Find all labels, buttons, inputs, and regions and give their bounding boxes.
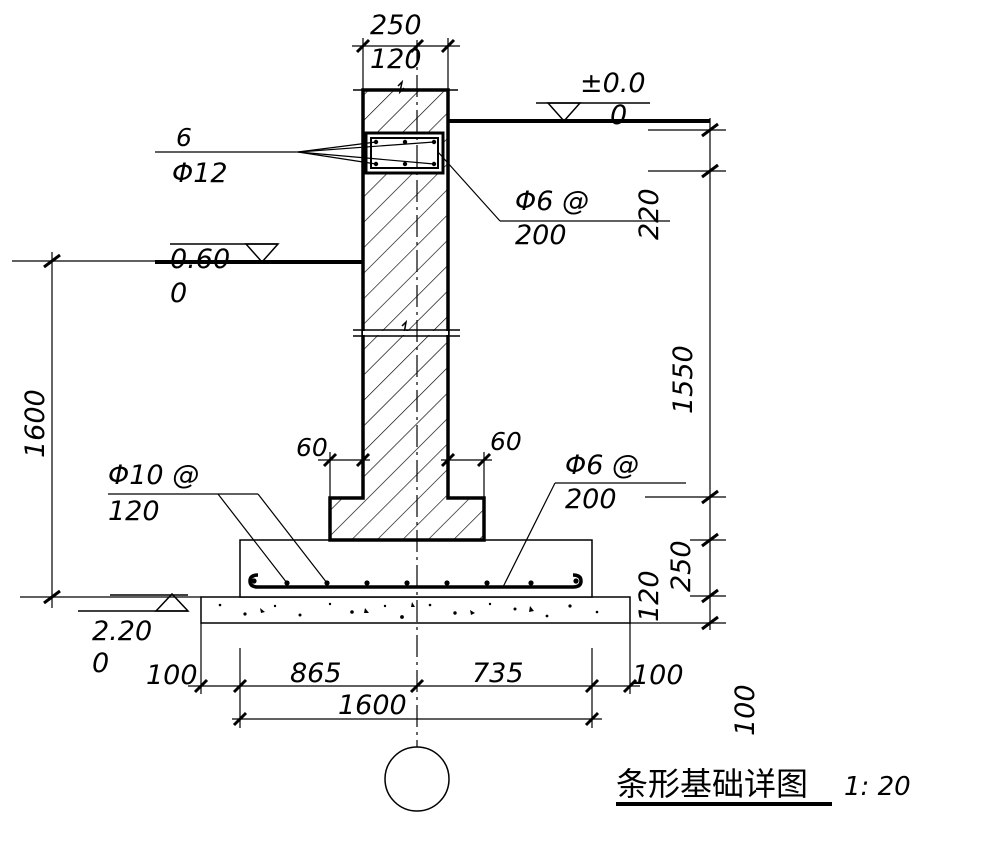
concrete-cushion [200, 596, 631, 624]
wall-section [328, 88, 486, 542]
step-left-label: 60 [296, 433, 328, 462]
footing-height-label: 250 [666, 540, 697, 592]
main-rebar-label: Φ10 @ [108, 460, 199, 491]
bottom-total-label: 1600 [338, 690, 407, 721]
bottom-right-ext-label: 100 [632, 660, 684, 691]
dist-rebar-label: Φ6 @ [565, 450, 639, 481]
bottom-left-ext-label: 100 [146, 660, 198, 691]
wall-height-label: 1550 [668, 345, 699, 414]
bottom-left-part-label: 865 [290, 658, 342, 689]
bottom-right-part-label: 735 [472, 658, 524, 689]
bottom-dimensions [188, 623, 640, 728]
drawing-scale: 1: 20 [844, 772, 911, 802]
dist-rebar-spacing-label: 200 [565, 484, 617, 515]
step-dimensions [318, 452, 492, 498]
wall-inner-label: 120 [370, 44, 422, 75]
outer-level-label-2: 0 [170, 278, 187, 309]
ring-beam [364, 131, 445, 175]
drawing-title: 条形基础详图 [616, 765, 808, 803]
ground-level-label: ±0.0 [580, 68, 646, 99]
main-rebar-spacing-label: 120 [108, 496, 160, 527]
ground-level-label-2: 0 [610, 100, 627, 131]
total-depth-label: 1600 [20, 389, 51, 458]
wall-width-label: 250 [370, 10, 422, 41]
rebar-leaders [108, 141, 686, 588]
bottom-level-label: 2.20 [92, 616, 152, 647]
left-dimension [12, 252, 201, 608]
beam-bar-label: Φ12 [172, 158, 228, 189]
right-dimension-chain [630, 118, 726, 631]
cushion-extra-label: 100 [730, 684, 761, 736]
bottom-level-label-2: 0 [92, 648, 109, 679]
level-markers [78, 102, 650, 612]
beam-count-label: 6 [176, 123, 192, 152]
axis-bubble [384, 746, 450, 812]
stirrup-spacing-label: 200 [515, 220, 567, 251]
wall-break-marks [353, 79, 460, 337]
beam-height-label: 220 [634, 188, 665, 240]
stirrup-label: Φ6 @ [515, 186, 589, 217]
outer-level-label: 0.60 [170, 244, 230, 275]
step-right-label: 60 [490, 427, 522, 456]
top-dimension [352, 38, 460, 90]
cushion-height-label: 120 [634, 570, 665, 622]
